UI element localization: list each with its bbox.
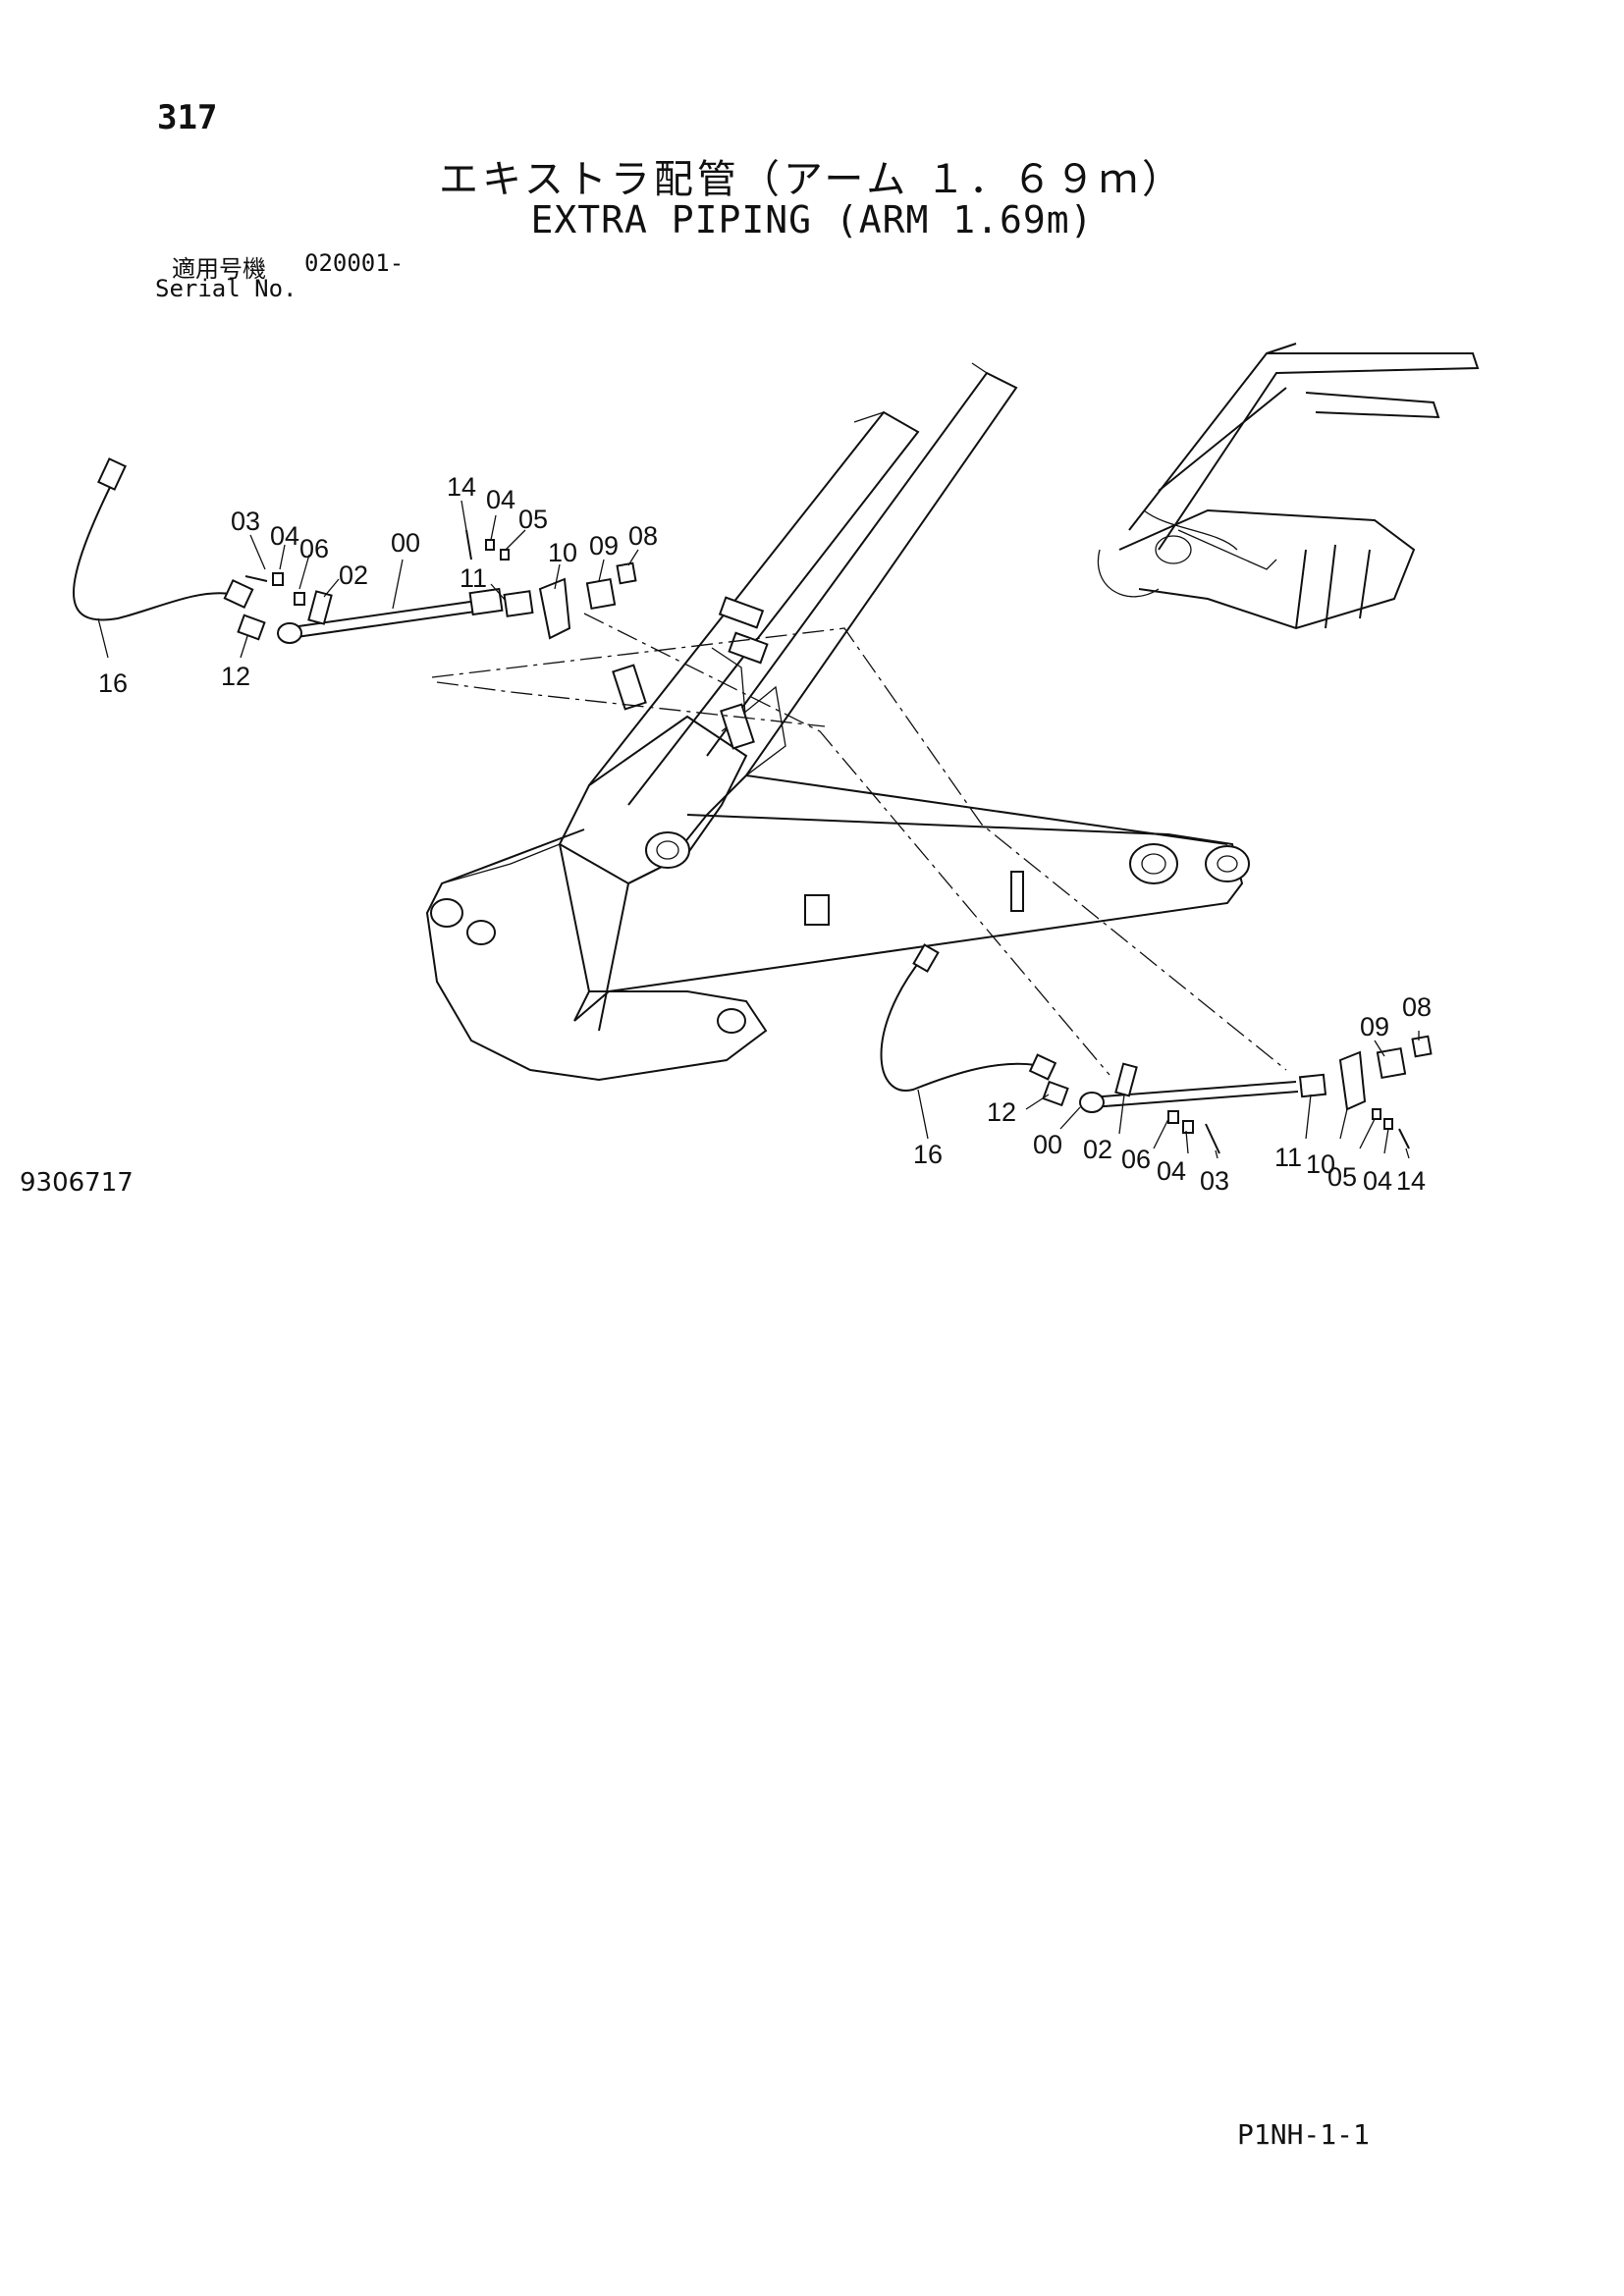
drawing-number: 9306717 <box>20 1168 134 1198</box>
callout-16: 16 <box>913 1140 943 1169</box>
page-code: P1NH-1-1 <box>1237 2118 1370 2151</box>
callout-04: 04 <box>270 521 299 551</box>
callout-11: 11 <box>460 563 487 593</box>
callout-06: 06 <box>1121 1145 1151 1174</box>
callout-09: 09 <box>1360 1012 1389 1041</box>
key-map-excavator <box>1097 343 1480 630</box>
lower-piping-set <box>880 943 1433 1154</box>
callout-12: 12 <box>987 1097 1016 1127</box>
lower-callouts: 09 08 12 16 00 02 06 04 03 11 10 05 04 1… <box>913 992 1432 1196</box>
callout-06: 06 <box>299 534 329 563</box>
arm-drawing <box>425 362 1250 1082</box>
callout-04: 04 <box>1157 1156 1186 1186</box>
callout-02: 02 <box>1083 1135 1112 1164</box>
callout-03: 03 <box>231 507 260 536</box>
serial-label-english: Serial No. <box>155 275 298 302</box>
callout-04: 04 <box>1363 1166 1392 1196</box>
callout-10: 10 <box>548 538 577 567</box>
callout-16: 16 <box>98 668 128 698</box>
callout-00: 00 <box>1033 1130 1062 1159</box>
callout-08: 08 <box>1402 992 1432 1022</box>
piping-route-lines <box>431 613 1287 1076</box>
callout-05: 05 <box>1327 1162 1357 1192</box>
callout-08: 08 <box>628 521 658 551</box>
callout-14: 14 <box>1396 1166 1426 1196</box>
page-title-japanese: エキストラ配管（アーム １．６９ｍ） <box>439 157 1185 202</box>
page-title-english: EXTRA PIPING (ARM 1.69m) <box>530 198 1094 241</box>
callout-09: 09 <box>589 531 619 561</box>
callout-leaders <box>97 500 1420 1159</box>
callout-03: 03 <box>1200 1166 1229 1196</box>
callout-10: 10 <box>1306 1149 1335 1179</box>
serial-number-range: 020001- <box>304 249 405 277</box>
upper-piping-set <box>73 457 637 644</box>
serial-label-japanese: 適用号機 <box>172 255 266 283</box>
page-number: 317 <box>157 98 218 137</box>
callout-00: 00 <box>391 528 420 558</box>
callout-14: 14 <box>447 472 476 502</box>
upper-callouts: 03 04 06 02 00 14 04 05 11 10 09 08 16 1… <box>98 472 658 698</box>
callout-04: 04 <box>486 485 515 514</box>
callout-02: 02 <box>339 561 368 590</box>
callout-05: 05 <box>518 505 548 534</box>
callout-12: 12 <box>221 662 250 691</box>
callout-11: 11 <box>1274 1143 1302 1172</box>
